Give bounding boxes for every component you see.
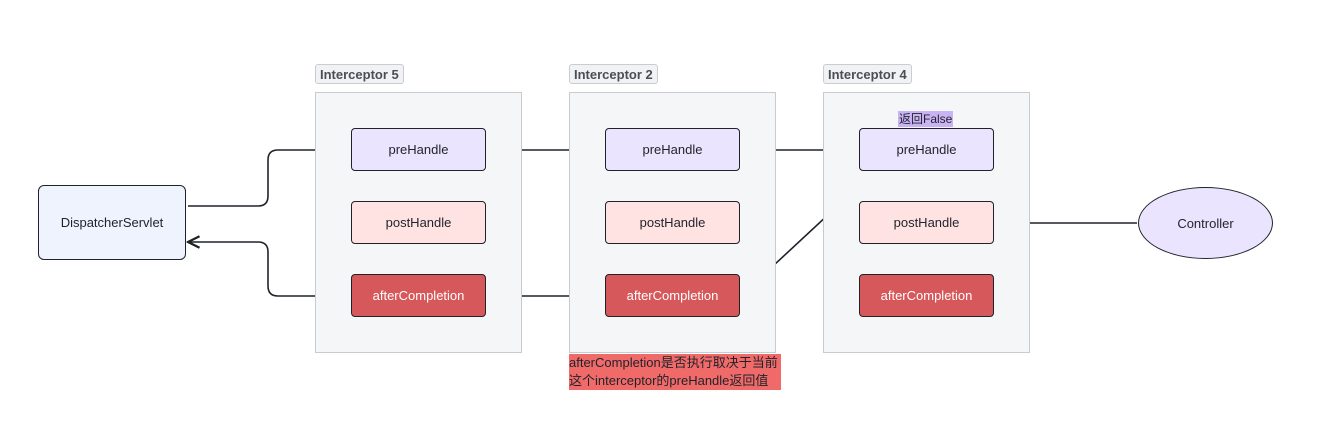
- arrow-aftercompletion-5-to-dispatcher: [188, 242, 350, 297]
- aftercompletion-note: afterCompletion是否执行取决于当前这个interceptor的pr…: [569, 354, 781, 390]
- prehandle-node-interceptor-4[interactable]: preHandle: [859, 128, 994, 171]
- posthandle-node-interceptor-5[interactable]: postHandle: [351, 201, 486, 244]
- controller-node[interactable]: Controller: [1138, 187, 1273, 259]
- prehandle-node-interceptor-5[interactable]: preHandle: [351, 128, 486, 171]
- group-title-interceptor-4: Interceptor 4: [823, 64, 912, 84]
- group-title-interceptor-5: Interceptor 5: [315, 64, 404, 84]
- aftercompletion-node-interceptor-5[interactable]: afterCompletion: [351, 274, 486, 317]
- aftercompletion-node-interceptor-2[interactable]: afterCompletion: [605, 274, 740, 317]
- group-title-interceptor-2: Interceptor 2: [569, 64, 658, 84]
- arrow-dispatcher-to-prehandle-5: [188, 150, 346, 207]
- aftercompletion-node-interceptor-4[interactable]: afterCompletion: [859, 274, 994, 317]
- posthandle-node-interceptor-4[interactable]: postHandle: [859, 201, 994, 244]
- returns-false-label: 返回False: [898, 111, 954, 127]
- prehandle-node-interceptor-2[interactable]: preHandle: [605, 128, 740, 171]
- dispatcher-servlet-node[interactable]: DispatcherServlet: [38, 185, 186, 260]
- posthandle-node-interceptor-2[interactable]: postHandle: [605, 201, 740, 244]
